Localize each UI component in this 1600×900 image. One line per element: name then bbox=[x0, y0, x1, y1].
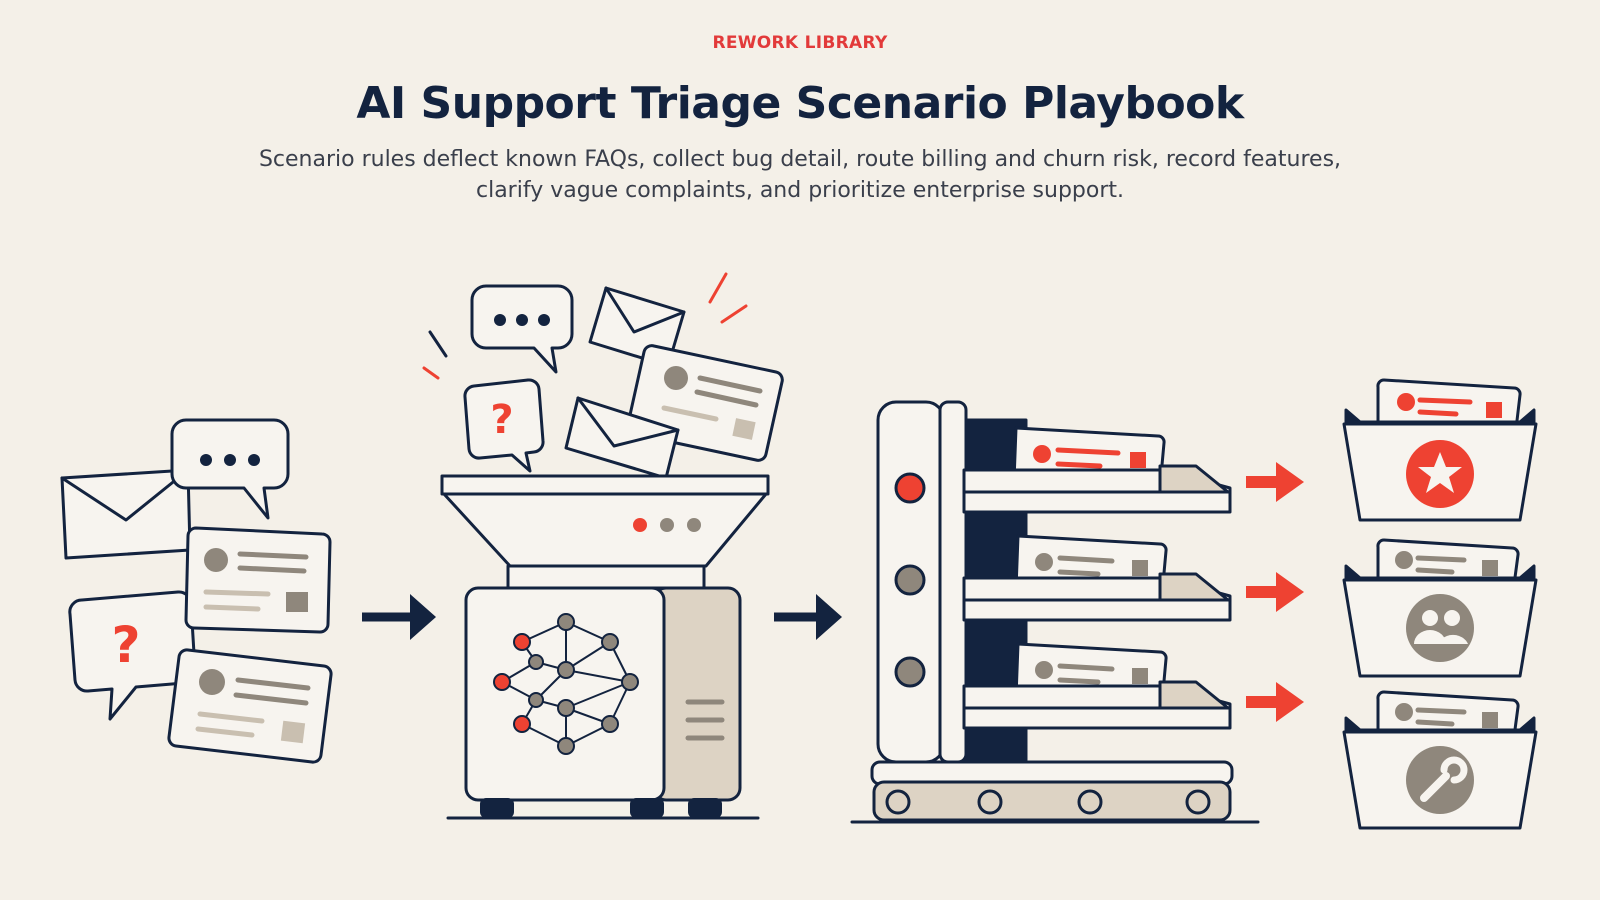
shelf-team bbox=[962, 534, 1232, 622]
shelf-priority bbox=[962, 426, 1232, 514]
envelope-icon bbox=[60, 468, 192, 560]
star-icon bbox=[1418, 452, 1462, 493]
flow-arrow-icon bbox=[774, 594, 842, 640]
svg-text:?: ? bbox=[111, 616, 140, 674]
shelf-support bbox=[962, 642, 1232, 730]
routing-arrows bbox=[1246, 462, 1304, 722]
output-bucket-support bbox=[1342, 690, 1538, 830]
question-bubble-icon: ? bbox=[463, 378, 545, 473]
wrench-icon bbox=[1420, 756, 1468, 802]
sorting-rack bbox=[850, 400, 1260, 824]
ticket-card-icon bbox=[184, 526, 332, 634]
chat-bubble-icon bbox=[470, 284, 574, 374]
output-bucket-team bbox=[1342, 538, 1538, 678]
svg-text:?: ? bbox=[490, 397, 513, 443]
flow-arrow-icon bbox=[362, 594, 436, 640]
team-icon bbox=[1414, 610, 1468, 644]
neural-network-icon bbox=[493, 613, 639, 755]
eyebrow-label: REWORK LIBRARY bbox=[712, 33, 888, 53]
page-subtitle: Scenario rules deflect known FAQs, colle… bbox=[258, 147, 1342, 203]
chat-bubble-icon bbox=[170, 418, 290, 520]
output-bucket-priority bbox=[1342, 378, 1538, 522]
question-bubble-icon: ? bbox=[68, 590, 197, 721]
ai-processor-machine: ? bbox=[422, 272, 784, 820]
page-title: AI Support Triage Scenario Playbook bbox=[356, 78, 1244, 129]
ticket-card-icon bbox=[167, 648, 333, 764]
incoming-messages-group: ? bbox=[60, 418, 333, 764]
